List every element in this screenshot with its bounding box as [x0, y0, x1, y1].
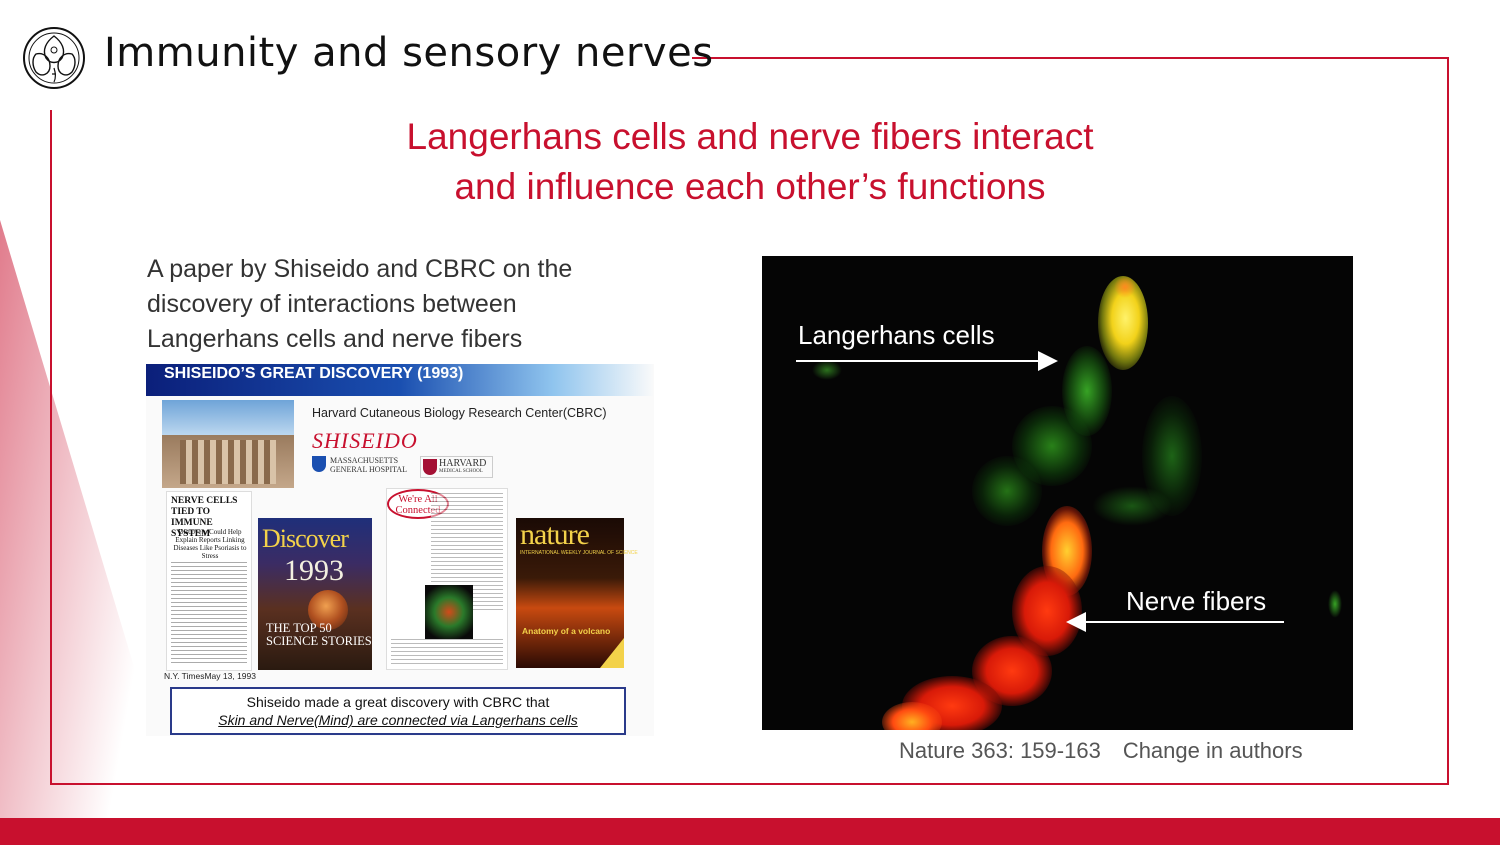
micrograph-citation: Nature 363: 159-163 Change in authors	[899, 738, 1303, 763]
nyt-clipping: NERVE CELLS TIED TO IMMUNE SYSTEM Discov…	[166, 491, 252, 671]
collage-banner: SHISEIDO’S GREAT DISCOVERY (1993)	[146, 364, 654, 396]
nyt-date: N.Y. TimesMay 13, 1993	[164, 671, 256, 681]
langerhans-cell-core	[1114, 276, 1136, 298]
nyt-subhead: Discovery Could Help Explain Reports Lin…	[173, 528, 247, 560]
slide-subtitle: Langerhans cells and nerve fibers intera…	[330, 112, 1170, 212]
discover-top50: THE TOP 50 SCIENCE STORIES	[266, 621, 372, 648]
frame-line-top	[692, 57, 1449, 59]
discover-title: Discover	[262, 524, 349, 553]
article-micrograph	[425, 585, 473, 639]
paper-caption-line-1: A paper by Shiseido and CBRC on the	[147, 255, 573, 283]
nature-corner-banner	[600, 638, 624, 668]
discovery-collage-image: SHISEIDO’S GREAT DISCOVERY (1993) Harvar…	[146, 364, 654, 736]
paper-caption-line-3: Langerhans cells and nerve fibers	[147, 325, 523, 353]
discover-magazine-cover: Discover 1993 THE TOP 50 SCIENCE STORIES	[258, 518, 372, 670]
article-clipping: We're All Connected	[386, 488, 508, 670]
mgh-logo: MASSACHUSETTS GENERAL HOSPITAL	[312, 456, 430, 474]
paper-caption: A paper by Shiseido and CBRC on the disc…	[147, 252, 707, 357]
fluorescence-micrograph	[762, 256, 1353, 730]
subtitle-line-2: and influence each other’s functions	[454, 166, 1046, 207]
frame-line-left	[50, 110, 52, 785]
discovery-callout-box: Shiseido made a great discovery with CBR…	[170, 687, 626, 735]
arrow-right-icon	[796, 351, 1058, 371]
harvard-logo: HARVARD MEDICAL SCHOOL	[420, 456, 494, 478]
frame-line-bottom	[50, 783, 1449, 785]
nerve-fibers-label: Nerve fibers	[1126, 586, 1267, 616]
frame-line-right	[1447, 57, 1449, 785]
collage-banner-text: SHISEIDO’S GREAT DISCOVERY (1993)	[164, 365, 464, 382]
cbrc-building-photo	[162, 400, 294, 488]
callout-line-1: Shiseido made a great discovery with CBR…	[246, 694, 550, 710]
nature-title: nature	[520, 518, 590, 551]
nyt-headline: NERVE CELLS TIED TO IMMUNE SYSTEM	[171, 496, 238, 539]
green-speck-right	[1328, 590, 1342, 618]
callout-line-2: Skin and Nerve(Mind) are connected via L…	[218, 712, 578, 728]
green-fiber-5	[1092, 486, 1172, 526]
harvard-logo-sub: MEDICAL SCHOOL	[439, 469, 483, 474]
discover-cover-art	[308, 590, 348, 630]
shiseido-camellia-logo-icon	[23, 27, 85, 89]
arrow-left-icon	[1066, 612, 1284, 632]
page-title: Immunity and sensory nerves	[104, 30, 714, 76]
nerve-fiber-end	[882, 702, 942, 730]
nyt-body-text	[171, 562, 247, 666]
article-body-text-lower	[391, 639, 503, 665]
subtitle-line-1: Langerhans cells and nerve fibers intera…	[406, 116, 1094, 157]
green-fiber-3	[972, 456, 1042, 526]
green-speck-left	[812, 360, 842, 380]
nature-journal-cover: nature INTERNATIONAL WEEKLY JOURNAL OF S…	[516, 518, 638, 668]
langerhans-cells-label: Langerhans cells	[798, 320, 995, 350]
harvard-logo-title: HARVARD	[439, 458, 487, 469]
shiseido-wordmark: SHISEIDO	[312, 428, 418, 453]
paper-caption-line-2: discovery of interactions between	[147, 290, 517, 318]
nature-cover-story: Anatomy of a volcano	[522, 626, 611, 636]
cbrc-name: Harvard Cutaneous Biology Research Cente…	[312, 406, 607, 420]
nature-subtitle: INTERNATIONAL WEEKLY JOURNAL OF SCIENCE	[520, 550, 638, 556]
footer-band	[0, 818, 1500, 845]
discover-year: 1993	[284, 554, 344, 587]
